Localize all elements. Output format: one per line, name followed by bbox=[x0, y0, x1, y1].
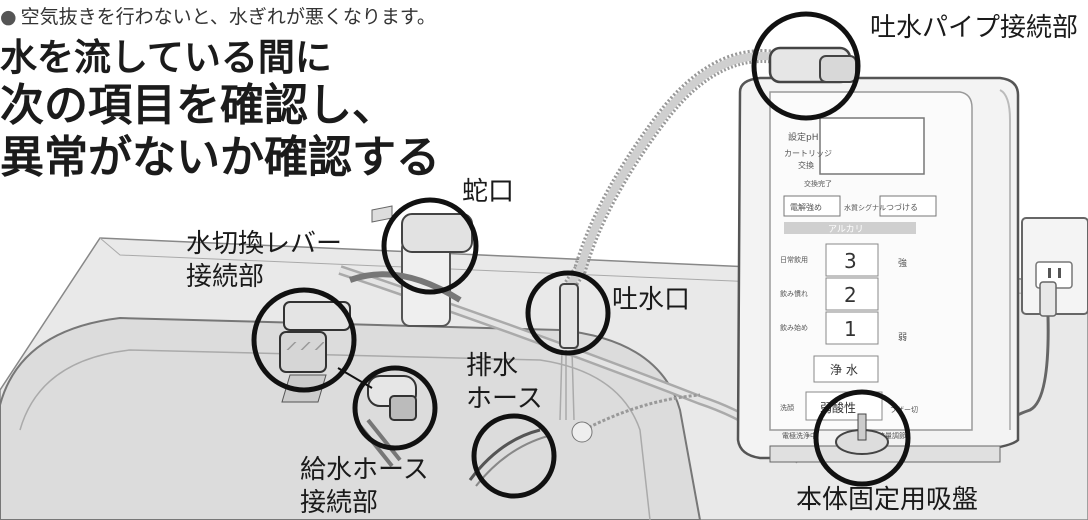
svg-text:設定pH: 設定pH bbox=[788, 131, 818, 143]
ionizer-unit bbox=[736, 76, 1020, 463]
svg-text:飲み始め: 飲み始め bbox=[780, 323, 808, 332]
svg-text:水質シグナル: 水質シグナル bbox=[844, 203, 886, 212]
label-spout: 吐水口 bbox=[612, 285, 691, 315]
svg-text:日常飲用: 日常飲用 bbox=[780, 255, 808, 264]
svg-text:飲み慣れ: 飲み慣れ bbox=[780, 289, 808, 298]
faucet bbox=[348, 205, 473, 327]
label-supply-line-2: 接続部 bbox=[300, 487, 379, 518]
spout-pipe-callout-circle bbox=[751, 11, 861, 121]
drain-callout-circle bbox=[471, 413, 557, 499]
spout-callout-circle bbox=[525, 270, 611, 356]
label-suction-cup: 本体固定用吸盤 bbox=[796, 485, 979, 515]
spout-pipe-connector bbox=[768, 46, 857, 84]
svg-text:つづける: つづける bbox=[886, 203, 918, 212]
bullet-icon: ● bbox=[0, 6, 17, 28]
label-lever-connection: 水切換レバー 接続部 bbox=[186, 228, 342, 293]
svg-text:交換: 交換 bbox=[798, 160, 814, 170]
label-spout-pipe-connection: 吐水パイプ接続部 bbox=[870, 13, 1079, 43]
svg-text:2: 2 bbox=[844, 283, 857, 307]
svg-text:強: 強 bbox=[898, 257, 907, 269]
lever-callout-circle bbox=[251, 287, 357, 393]
label-drain-line-2: ホース bbox=[466, 383, 543, 414]
svg-text:流量調節: 流量調節 bbox=[878, 431, 906, 440]
label-lever-line-1: 水切換レバー bbox=[186, 229, 343, 259]
suction-callout-circle bbox=[813, 389, 911, 487]
svg-text:浄 水: 浄 水 bbox=[830, 363, 858, 377]
spout-outlet bbox=[559, 283, 579, 421]
warning-note-text: 空気抜きを行わないと、水ぎれが悪くなります。 bbox=[20, 6, 436, 28]
warning-note: ●空気抜きを行わないと、水ぎれが悪くなります。 bbox=[0, 2, 436, 29]
svg-text:交換完了: 交換完了 bbox=[804, 179, 832, 188]
svg-text:1: 1 bbox=[844, 317, 857, 341]
label-drain-line-1: 排水 bbox=[466, 351, 519, 381]
svg-text:電極洗浄中: 電極洗浄中 bbox=[782, 431, 817, 440]
svg-text:弱: 弱 bbox=[898, 332, 907, 343]
supply-callout-circle bbox=[352, 365, 438, 451]
svg-text:電解強め: 電解強め bbox=[790, 202, 822, 212]
label-supply-hose-connection: 給水ホース 接続部 bbox=[300, 454, 429, 519]
label-supply-line-1: 給水ホース bbox=[300, 455, 429, 485]
suction-cup bbox=[835, 413, 889, 455]
heading-line-1: 水を流している間に bbox=[0, 36, 332, 79]
svg-text:3: 3 bbox=[844, 249, 857, 273]
svg-text:アルカリ: アルカリ bbox=[828, 224, 864, 235]
svg-text:ブザー切: ブザー切 bbox=[890, 405, 918, 414]
heading-line-3: 異常がないか確認する bbox=[0, 131, 440, 183]
supply-leader-line bbox=[337, 367, 373, 389]
lever-connection bbox=[279, 301, 351, 403]
wall-outlet bbox=[1021, 217, 1088, 317]
label-lever-line-2: 接続部 bbox=[186, 261, 265, 292]
faucet-callout-circle bbox=[381, 197, 479, 295]
svg-text:洗顔: 洗顔 bbox=[780, 403, 794, 412]
heading-line-2: 次の項目を確認し、 bbox=[0, 79, 396, 131]
label-faucet: 蛇口 bbox=[462, 177, 515, 207]
page-heading: 水を流している間に 次の項目を確認し、 異常がないか確認する bbox=[0, 36, 440, 183]
svg-text:カートリッジ: カートリッジ bbox=[784, 149, 832, 158]
label-drain-hose: 排水 ホース bbox=[466, 350, 543, 415]
